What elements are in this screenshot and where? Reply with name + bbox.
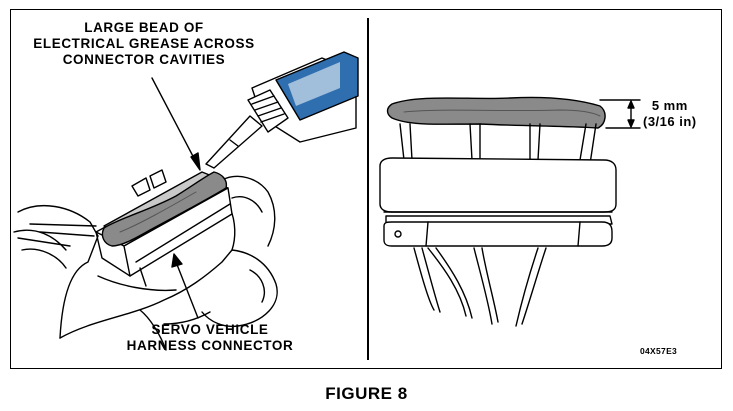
grease-tube (205, 51, 359, 169)
dimension-imperial: (3/16 in) (643, 114, 697, 129)
dimension-label: 5 mm (3/16 in) (643, 98, 697, 130)
dimension-metric: 5 mm (651, 98, 688, 113)
panel-divider (367, 18, 369, 360)
callout-arrows-left (151, 77, 201, 319)
callout-line-2: HARNESS CONNECTOR (126, 338, 294, 353)
callout-line-3: CONNECTOR CAVITIES (62, 52, 226, 67)
callout-line-2: ELECTRICAL GREASE ACROSS (33, 36, 255, 51)
grease-bead-left (101, 171, 228, 247)
dimension-marker (599, 99, 641, 129)
connector-callout: SERVO VEHICLE HARNESS CONNECTOR (100, 322, 320, 354)
left-hands (13, 175, 278, 351)
figure-code: 04X57E3 (640, 346, 678, 356)
callout-line-1: LARGE BEAD OF (84, 20, 204, 35)
callout-line-1: SERVO VEHICLE (151, 322, 269, 337)
figure-caption: FIGURE 8 (325, 384, 408, 403)
grease-bead-callout: LARGE BEAD OF ELECTRICAL GREASE ACROSS C… (25, 20, 263, 68)
connector-side-view (379, 96, 617, 327)
